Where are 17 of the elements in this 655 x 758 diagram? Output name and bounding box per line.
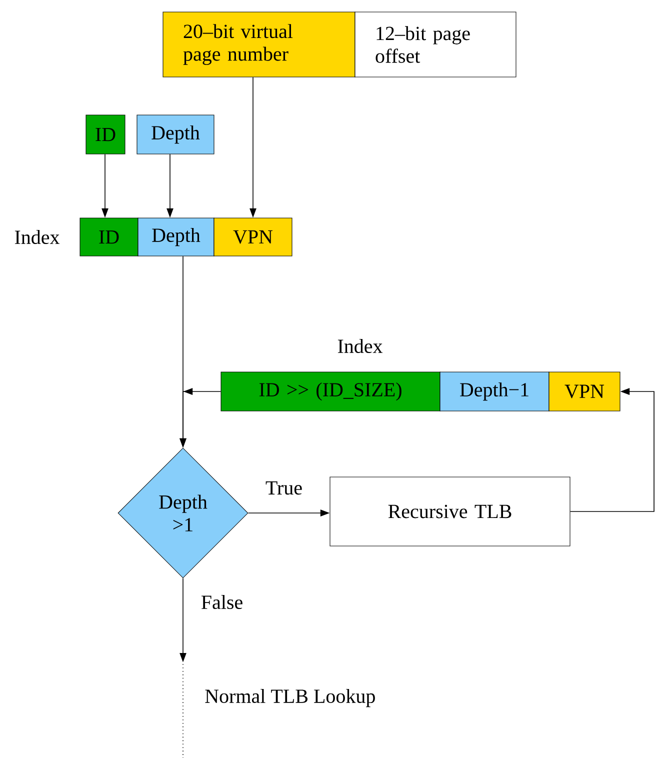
edge-label: False [200, 594, 244, 610]
edge-label: True [264, 480, 304, 496]
index-label: Index [14, 230, 60, 244]
page-number-field: 20–bit virtual page number [162, 12, 356, 78]
page-offset-field: 12–bit page offset [354, 12, 516, 78]
index-field: ID >> (ID_SIZE) [220, 372, 440, 412]
index-field: VPN [548, 372, 620, 412]
index-label: Index [338, 338, 383, 354]
index-field: Depth−1 [440, 372, 550, 412]
note-label: Normal TLB Lookup [205, 688, 375, 708]
depth-box: Depth [136, 114, 214, 154]
arrow [570, 388, 654, 512]
index-field: VPN [214, 218, 292, 256]
id-box: ID [86, 114, 126, 154]
index-field: ID [80, 218, 138, 256]
process-box: Recursive TLB [330, 476, 570, 546]
index-field: Depth [138, 218, 214, 256]
